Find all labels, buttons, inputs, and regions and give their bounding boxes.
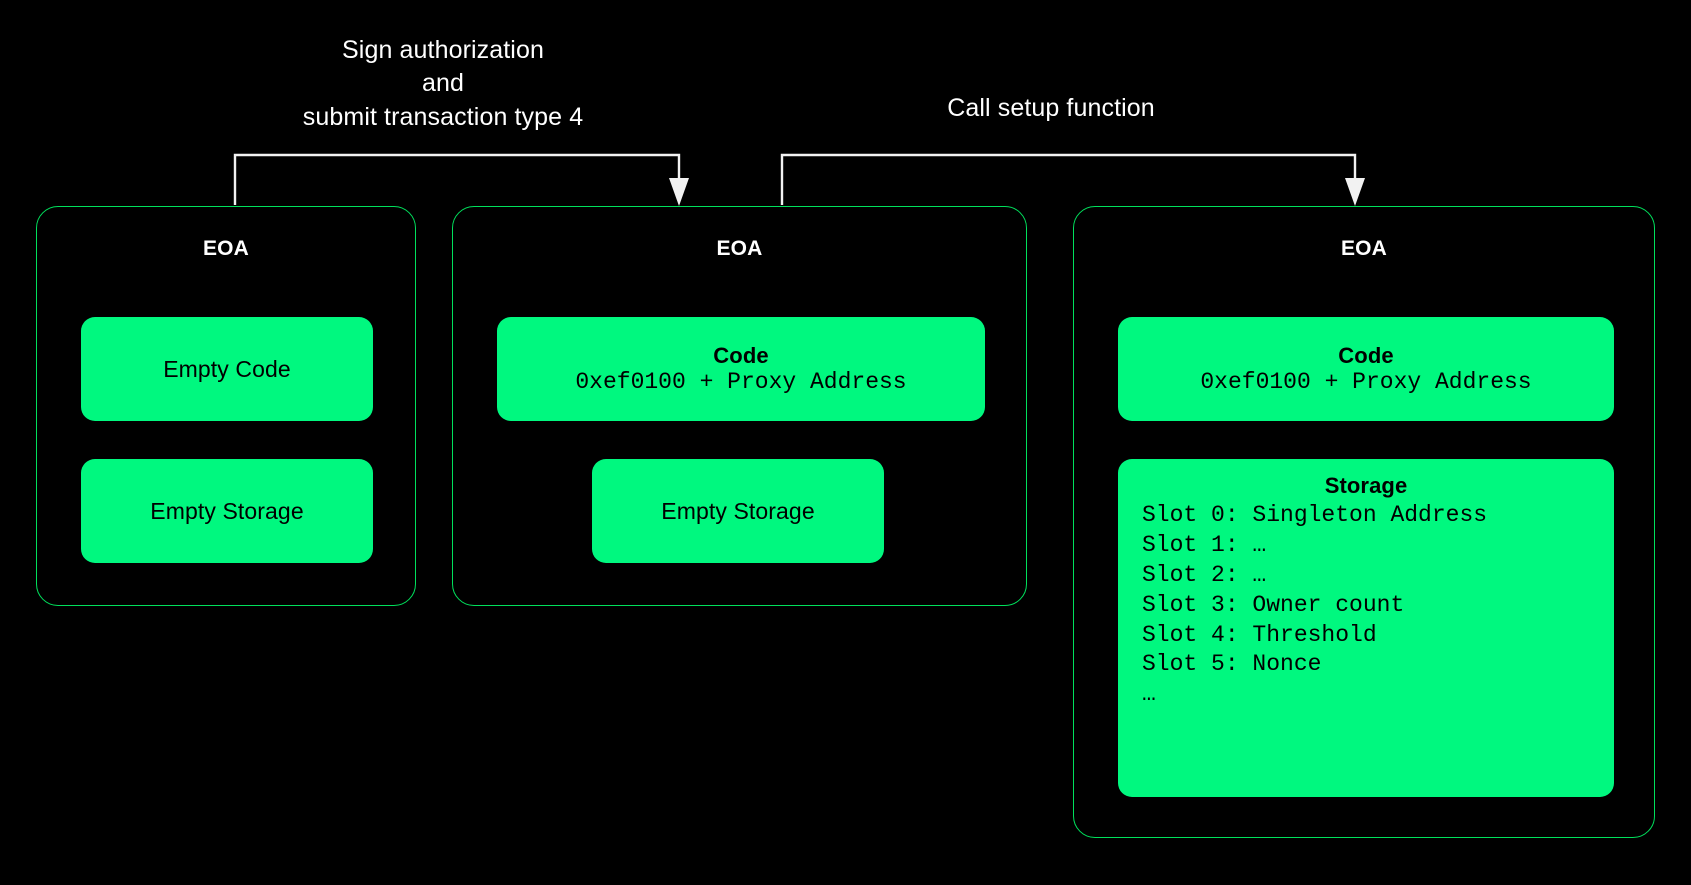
flow-label-setup: Call setup function <box>947 94 1155 122</box>
eoa-card-initial: EOA Empty Code Empty Storage <box>36 206 416 606</box>
eoa-card-delegated: EOA Code 0xef0100 + Proxy Address Empty … <box>452 206 1027 606</box>
panel-empty-code: Empty Code <box>81 317 373 421</box>
panel-title: Storage <box>1324 473 1408 498</box>
panel-title: Code <box>1338 343 1394 368</box>
storage-slot-line: Slot 3: Owner count <box>1142 591 1405 618</box>
panel-code: Code 0xef0100 + Proxy Address <box>1118 317 1614 421</box>
panel-title: Code <box>713 343 769 368</box>
panel-label: Empty Code <box>163 355 291 382</box>
eoa-title: EOA <box>202 237 250 260</box>
eoa-title: EOA <box>1340 237 1388 260</box>
panel-code: Code 0xef0100 + Proxy Address <box>497 317 985 421</box>
flow-label-authorize: Sign authorization and submit transactio… <box>302 36 584 131</box>
storage-slot-line: Slot 4: Threshold <box>1142 621 1377 648</box>
storage-slot-line: Slot 5: Nonce <box>1142 651 1322 678</box>
panel-code-value: 0xef0100 + Proxy Address <box>575 369 907 395</box>
panel-empty-storage: Empty Storage <box>81 459 373 563</box>
arrow-authorize <box>233 153 689 206</box>
panel-label: Empty Storage <box>661 497 815 524</box>
panel-empty-storage: Empty Storage <box>592 459 884 563</box>
eoa-card-initialized: EOA Code 0xef0100 + Proxy Address Storag… <box>1073 206 1655 838</box>
eoa-title: EOA <box>716 237 763 260</box>
panel-code-value: 0xef0100 + Proxy Address <box>1200 369 1532 395</box>
storage-slot-line: Slot 1: … <box>1142 531 1267 558</box>
arrow-setup <box>780 153 1365 206</box>
storage-slot-line: Slot 0: Singleton Address <box>1142 502 1488 528</box>
storage-slot-line: Slot 2: … <box>1142 561 1267 588</box>
panel-label: Empty Storage <box>150 497 304 524</box>
storage-slot-line: … <box>1142 681 1156 708</box>
